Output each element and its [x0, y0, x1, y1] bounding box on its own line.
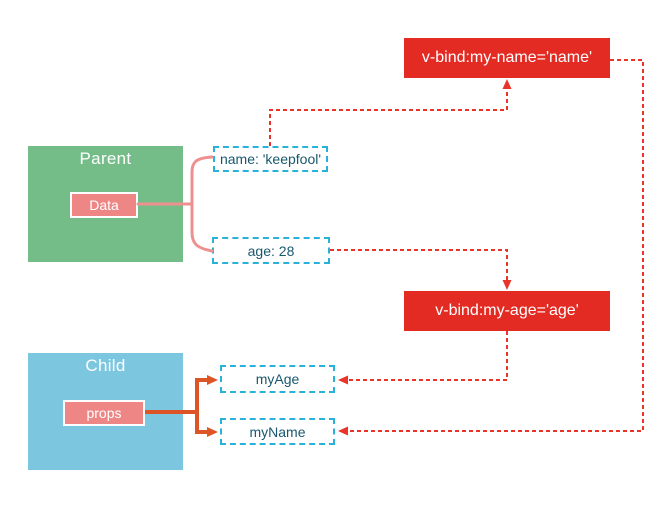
vbind-name-label: v-bind:my-name='name'	[421, 49, 593, 66]
age-data-label: age: 28	[247, 242, 295, 259]
myname-prop-label: myName	[249, 423, 306, 440]
parent-component-box: Parent Data	[28, 146, 183, 262]
myage-prop-node: myAge	[220, 365, 335, 393]
name-data-label: name: 'keepfool'	[219, 151, 322, 167]
child-title: Child	[85, 356, 126, 375]
vbind-name-node: v-bind:my-name='name'	[404, 38, 610, 78]
age-to-vbind-arrow	[330, 249, 512, 290]
vbind-age-to-myage-arrow	[338, 331, 508, 385]
name-to-vbind-arrow	[269, 79, 512, 146]
vbind-age-label: v-bind:my-age='age'	[435, 302, 579, 319]
data-pill-label: Data	[89, 197, 119, 213]
props-pill: props	[63, 400, 145, 426]
vbind-age-node: v-bind:my-age='age'	[404, 291, 610, 331]
myname-prop-node: myName	[220, 418, 335, 445]
vbind-name-to-myname-arrow	[338, 59, 644, 436]
props-pill-label: props	[86, 405, 122, 421]
data-pill: Data	[70, 192, 138, 218]
child-component-box: Child props	[28, 353, 183, 470]
age-data-node: age: 28	[212, 237, 330, 264]
name-data-node: name: 'keepfool'	[213, 146, 328, 172]
myage-prop-label: myAge	[255, 371, 300, 387]
parent-title: Parent	[79, 149, 132, 168]
